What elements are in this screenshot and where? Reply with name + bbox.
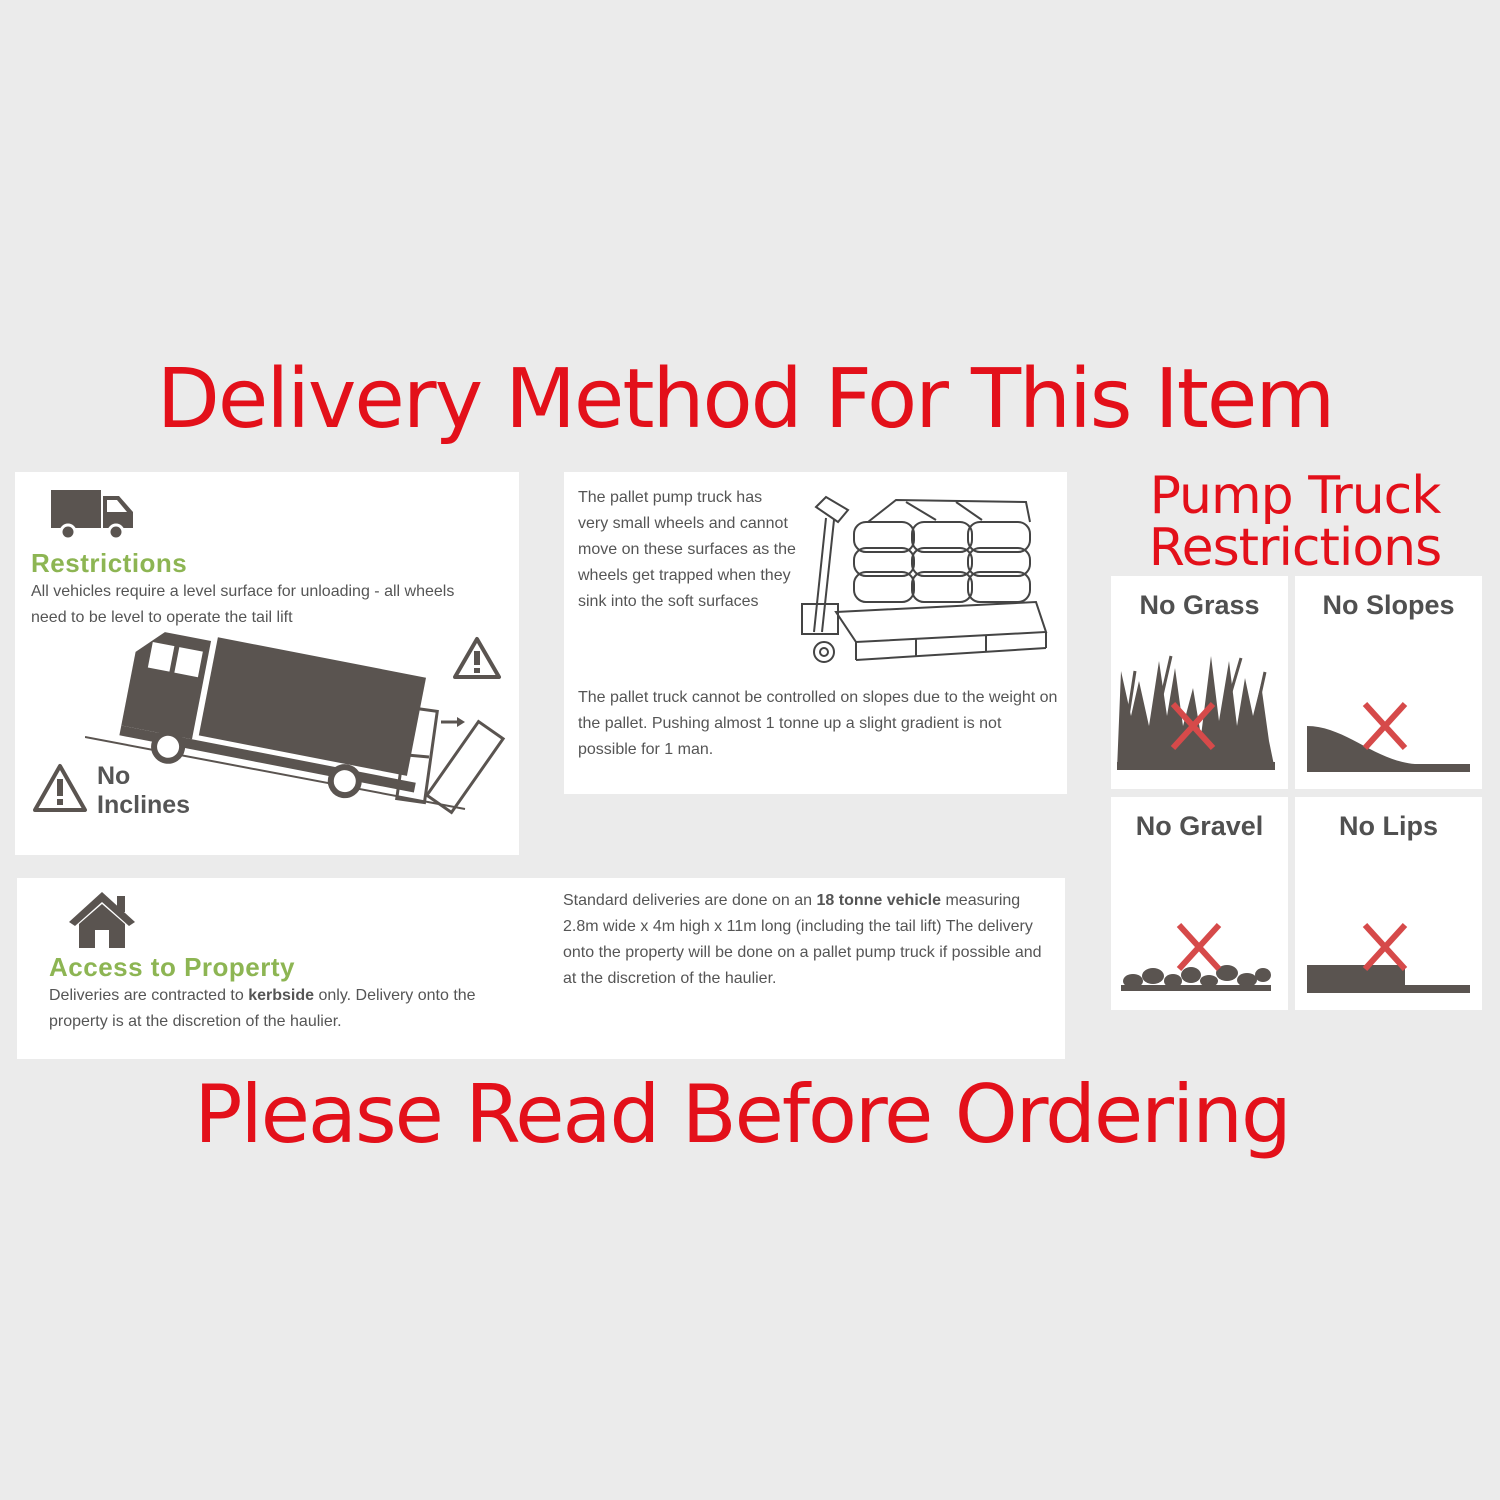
tile-no-grass: No Grass xyxy=(1111,576,1288,789)
truck-incline-illustration xyxy=(85,632,506,815)
pallet-slope-text: The pallet truck cannot be controlled on… xyxy=(578,689,1058,758)
warning-icon xyxy=(33,764,87,812)
lip-icon xyxy=(1307,922,1470,993)
access-text: Deliveries are contracted to kerbside on… xyxy=(49,987,476,1030)
tile-no-lips: No Lips xyxy=(1295,797,1482,1010)
restrictions-panel: Restrictions All vehicles require a leve… xyxy=(15,472,519,855)
pallet-truck-illustration xyxy=(801,495,1048,663)
grass-icon xyxy=(1117,655,1275,770)
pump-truck-title: Pump Truck Restrictions xyxy=(1148,466,1442,578)
tile-no-slopes: No Slopes xyxy=(1295,576,1482,789)
footer-title: Please Read Before Ordering xyxy=(194,1068,1292,1161)
no-inclines-label: No Inclines xyxy=(97,762,191,819)
tile-no-gravel: No Gravel xyxy=(1111,797,1288,1010)
slope-icon xyxy=(1307,701,1470,772)
gravel-icon xyxy=(1121,922,1271,991)
restrictions-title: Restrictions xyxy=(31,548,188,578)
access-panel: Access to Property Deliveries are contra… xyxy=(17,878,1065,1059)
restrictions-text: All vehicles require a level surface for… xyxy=(31,583,455,626)
page-title: Delivery Method For This Item xyxy=(156,352,1336,447)
access-title: Access to Property xyxy=(49,952,295,982)
pallet-wheels-text: The pallet pump truck has very small whe… xyxy=(578,489,796,610)
van-icon xyxy=(51,490,133,541)
pallet-truck-panel: The pallet pump truck has very small whe… xyxy=(564,472,1067,794)
standard-delivery-text: Standard deliveries are done on an 18 to… xyxy=(563,892,1042,987)
house-icon xyxy=(69,892,135,948)
